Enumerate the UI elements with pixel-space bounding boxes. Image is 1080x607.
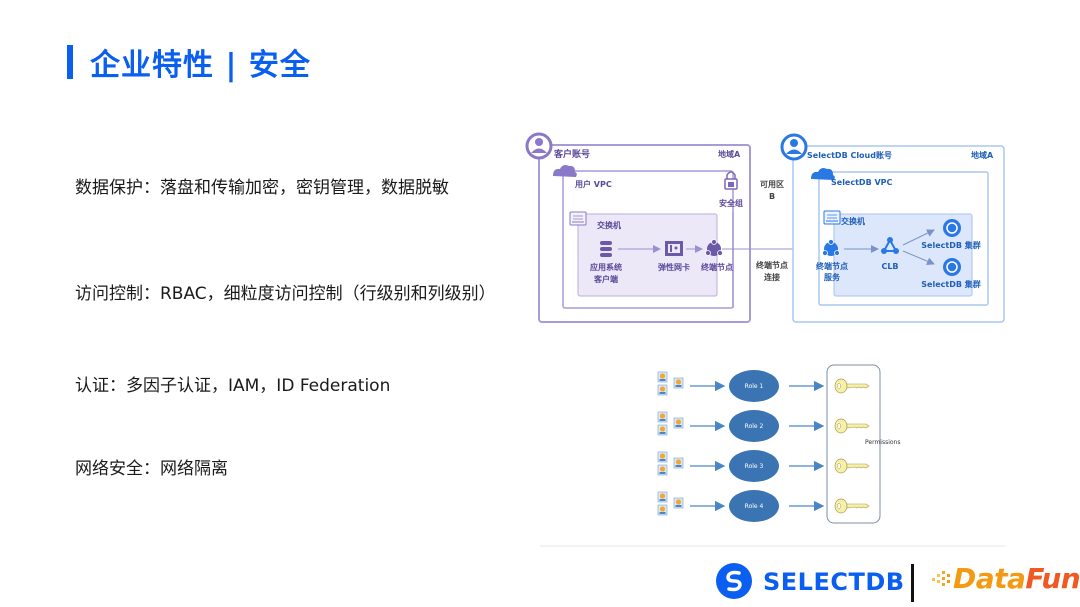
- endpoint-icon: [705, 239, 723, 256]
- user-avatar-icon: [673, 377, 684, 389]
- bullet-network-security: 网络安全：网络隔离: [75, 459, 228, 479]
- user-vpc-label: 用户 VPC: [574, 179, 612, 189]
- page-title: 企业特性 | 安全: [90, 48, 311, 83]
- role-label: Role 2: [745, 423, 764, 430]
- permissions-label: Permissions: [865, 439, 901, 446]
- role-label: Role 1: [745, 383, 764, 390]
- key-icon: [834, 378, 870, 394]
- rbac-row: Role 3: [657, 450, 870, 482]
- user-avatar-icon: [657, 491, 668, 503]
- role-ellipse: [729, 490, 779, 522]
- user-avatar-icon: [673, 457, 684, 469]
- user-avatar-icon: [657, 464, 668, 476]
- datafun-logo-part1: Data: [953, 562, 1026, 595]
- endpoint-label: 终端节点: [700, 262, 733, 272]
- role-ellipse: [729, 450, 779, 482]
- left-region-label: 地域A: [718, 149, 741, 159]
- zone-label-1: 可用区: [760, 180, 784, 189]
- cluster-label-2: SelectDB 集群: [921, 279, 980, 289]
- switch-icon: [569, 211, 587, 226]
- switch-icon: [823, 210, 841, 225]
- endpoint-service-label-2: 服务: [824, 272, 841, 282]
- app-client-label-1: 应用系统: [590, 262, 622, 272]
- user-avatar-icon: [657, 411, 668, 423]
- cloud-icon: [553, 165, 577, 177]
- user-icon: [780, 133, 808, 161]
- user-avatar-icon: [673, 497, 684, 509]
- divider: [540, 545, 1005, 547]
- logo-separator: [911, 564, 914, 602]
- rbac-row: Role 1: [657, 370, 870, 402]
- bullet-data-protection: 数据保护：落盘和传输加密，密钥管理，数据脱敏: [75, 178, 449, 198]
- zone-label-2: B: [769, 192, 775, 201]
- connection-label-1: 终端节点: [755, 260, 788, 270]
- rbac-diagram: Permissions Role 1 Role 2 Role 3 Role 4: [657, 364, 901, 524]
- customer-account-label: 客户账号: [553, 148, 590, 160]
- user-avatar-icon: [657, 371, 668, 383]
- selectdb-vpc-label: SelectDB VPC: [831, 178, 893, 187]
- customer-account-box: 客户账号 地域A 用户 VPC 安全组 交换机 应用系统 客户端: [525, 132, 751, 323]
- role-ellipse: [729, 410, 779, 442]
- selectdb-logo-icon: [716, 563, 752, 599]
- clb-icon: [881, 237, 899, 254]
- eni-label: 弹性网卡: [658, 262, 690, 272]
- cloud-icon: [811, 168, 835, 180]
- user-avatar-icon: [657, 424, 668, 436]
- user-avatar-icon: [657, 451, 668, 463]
- datafun-logo-text: DataFun.: [953, 562, 1080, 595]
- app-client-label-2: 客户端: [593, 274, 618, 284]
- server-stack-icon: [600, 241, 612, 257]
- clb-label: CLB: [881, 262, 898, 271]
- bullet-access-control: 访问控制：RBAC，细粒度访问控制（行级别和列级别）: [75, 284, 496, 304]
- right-switch-label: 交换机: [841, 216, 865, 226]
- user-avatar-icon: [657, 384, 668, 396]
- user-avatar-icon: [673, 417, 684, 429]
- selectdb-account-label: SelectDB Cloud账号: [807, 151, 892, 160]
- permissions-box: [826, 364, 881, 524]
- role-label: Role 3: [745, 463, 764, 470]
- user-icon: [525, 132, 553, 160]
- eni-icon: [665, 241, 683, 256]
- role-label: Role 4: [745, 503, 764, 510]
- datafun-dots-icon: [932, 571, 950, 586]
- left-switch-label: 交换机: [597, 220, 621, 230]
- selectdb-cluster-icon: [943, 219, 961, 237]
- user-avatar-icon: [657, 504, 668, 516]
- network-diagram: 客户账号 地域A 用户 VPC 安全组 交换机 应用系统 客户端: [525, 132, 1005, 323]
- endpoint-service-label-1: 终端节点: [815, 261, 848, 271]
- key-icon: [834, 498, 870, 514]
- title-accent-bar: [67, 45, 73, 79]
- rbac-row: Role 4: [657, 490, 870, 522]
- key-icon: [834, 418, 870, 434]
- selectdb-account-box: SelectDB Cloud账号 地域A SelectDB VPC 交换机 终端…: [780, 133, 1005, 323]
- selectdb-logo-text: SELECTDB: [763, 568, 905, 596]
- right-region-label: 地域A: [971, 150, 994, 160]
- role-ellipse: [729, 370, 779, 402]
- bullet-authentication: 认证：多因子认证，IAM，ID Federation: [75, 376, 391, 396]
- connection-label-2: 连接: [764, 272, 780, 282]
- selectdb-cluster-icon: [943, 258, 961, 276]
- security-group-label: 安全组: [719, 198, 743, 208]
- rbac-row: Role 2: [657, 410, 870, 442]
- lock-icon: [724, 171, 738, 190]
- endpoint-service-icon: [822, 239, 840, 256]
- datafun-logo-part2: Fun.: [1025, 562, 1080, 595]
- footer-logos: SELECTDB DataFun.: [715, 560, 1080, 604]
- cluster-label-1: SelectDB 集群: [921, 240, 980, 250]
- key-icon: [834, 458, 870, 474]
